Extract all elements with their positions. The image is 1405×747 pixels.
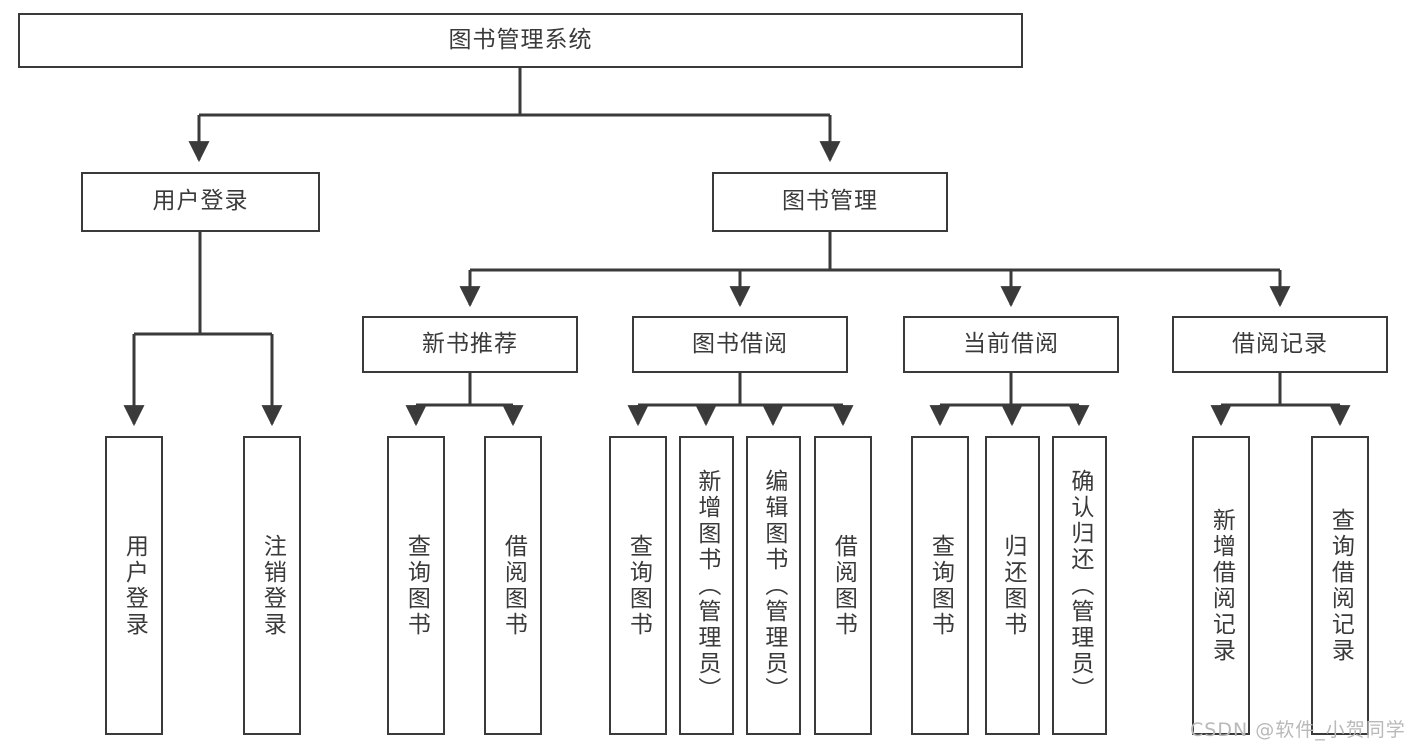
node-user-login[interactable]: 用户登录 [81, 172, 320, 232]
node-leaf-query-book-b[interactable]: 查询图书 [609, 436, 667, 735]
node-leaf-logout[interactable]: 注销登录 [243, 436, 301, 735]
node-book-borrow-label: 图书借阅 [692, 330, 788, 357]
node-user-login-label: 用户登录 [152, 188, 249, 215]
node-leaf-add-record[interactable]: 新增借阅记录 [1192, 436, 1250, 735]
node-leaf-edit-book-label: 编辑图书（管理员） [760, 468, 787, 703]
node-current-borrow-label: 当前借阅 [963, 330, 1059, 357]
node-leaf-return-book-label: 归还图书 [999, 533, 1026, 638]
node-new-book-rec-label: 新书推荐 [422, 330, 518, 357]
node-leaf-borrow-book-a[interactable]: 借阅图书 [484, 436, 542, 735]
node-leaf-confirm-return[interactable]: 确认归还（管理员） [1052, 436, 1107, 735]
node-borrow-record[interactable]: 借阅记录 [1172, 316, 1388, 373]
node-leaf-query-book-c[interactable]: 查询图书 [911, 436, 969, 735]
node-leaf-query-book-b-label: 查询图书 [625, 533, 652, 638]
node-root-label: 图书管理系统 [448, 26, 593, 53]
node-new-book-rec[interactable]: 新书推荐 [362, 316, 578, 373]
node-leaf-borrow-book-b-label: 借阅图书 [830, 533, 857, 638]
csdn-watermark: CSDN @软件_小贺同学 [1190, 719, 1405, 741]
node-book-borrow[interactable]: 图书借阅 [632, 316, 848, 373]
node-leaf-user-login[interactable]: 用户登录 [105, 436, 163, 735]
node-leaf-query-book-a[interactable]: 查询图书 [387, 436, 445, 735]
node-leaf-query-record-label: 查询借阅记录 [1327, 507, 1354, 664]
node-leaf-edit-book[interactable]: 编辑图书（管理员） [746, 436, 801, 735]
node-leaf-logout-label: 注销登录 [259, 533, 286, 638]
node-leaf-query-record[interactable]: 查询借阅记录 [1311, 436, 1369, 735]
node-book-manage-label: 图书管理 [782, 188, 878, 215]
node-leaf-user-login-label: 用户登录 [121, 533, 148, 638]
node-leaf-add-book[interactable]: 新增图书（管理员） [679, 436, 734, 735]
node-leaf-return-book[interactable]: 归还图书 [985, 436, 1040, 735]
node-borrow-record-label: 借阅记录 [1232, 330, 1328, 357]
node-root[interactable]: 图书管理系统 [18, 13, 1023, 68]
node-leaf-confirm-return-label: 确认归还（管理员） [1066, 468, 1093, 703]
node-leaf-query-book-a-label: 查询图书 [403, 533, 430, 638]
node-current-borrow[interactable]: 当前借阅 [903, 316, 1119, 373]
node-book-manage[interactable]: 图书管理 [712, 172, 948, 232]
node-leaf-add-book-label: 新增图书（管理员） [693, 468, 720, 703]
node-leaf-borrow-book-b[interactable]: 借阅图书 [814, 436, 872, 735]
node-leaf-borrow-book-a-label: 借阅图书 [500, 533, 527, 638]
node-leaf-query-book-c-label: 查询图书 [927, 533, 954, 638]
node-leaf-add-record-label: 新增借阅记录 [1208, 507, 1235, 664]
